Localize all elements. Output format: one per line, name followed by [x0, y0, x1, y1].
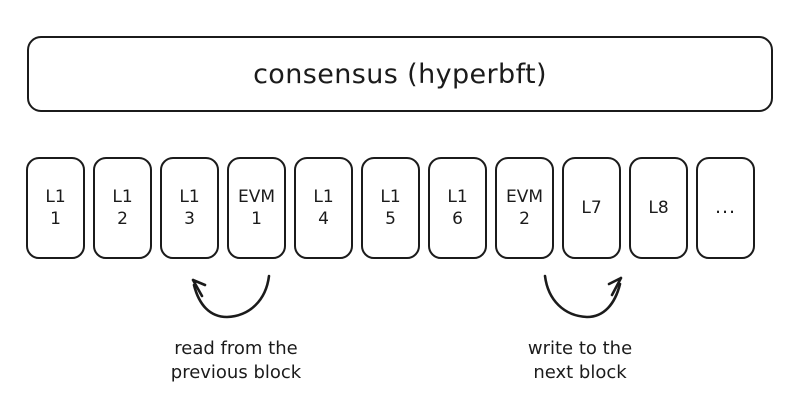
block-label-top: L1 [179, 186, 200, 207]
block-ellipsis: ... [696, 157, 755, 259]
block-label-bottom: 5 [385, 209, 396, 229]
block-label-bottom: 1 [50, 209, 61, 229]
consensus-bar-label: consensus (hyperbft) [253, 58, 547, 90]
block-label-bottom: 6 [452, 209, 463, 229]
block-l1-1: L1 1 [26, 157, 85, 259]
block-label-top: L1 [447, 186, 468, 207]
block-label-bottom: 2 [117, 209, 128, 229]
block-label-top: L1 [380, 186, 401, 207]
block-l7: L7 [562, 157, 621, 259]
write-caption: write to the next block [480, 337, 680, 385]
read-caption: read from the previous block [136, 337, 336, 385]
block-l1-5: L1 5 [361, 157, 420, 259]
read-arrow-curve [192, 274, 271, 319]
block-label-bottom: 3 [184, 209, 195, 229]
read-caption-line-1: read from the [174, 338, 298, 359]
block-label-top: L1 [45, 186, 66, 207]
write-caption-line-2: next block [533, 361, 627, 383]
read-arrow-head [191, 278, 207, 298]
block-l1-6: L1 6 [428, 157, 487, 259]
block-label-top: EVM [237, 186, 276, 207]
read-arrow [191, 274, 271, 319]
write-arrow [543, 274, 623, 319]
block-label-bottom: 1 [251, 209, 262, 229]
block-label-top: L1 [313, 186, 334, 207]
block-l8: L8 [629, 157, 688, 259]
block-label-bottom: 4 [318, 209, 329, 229]
block-label-top: EVM [505, 186, 544, 207]
write-caption-line-1: write to the [527, 338, 633, 359]
block-l1-2: L1 2 [93, 157, 152, 259]
block-label-top: L7 [581, 197, 602, 218]
block-l1-4: L1 4 [294, 157, 353, 259]
block-evm-1: EVM 1 [227, 157, 286, 259]
write-arrow-head [607, 276, 623, 297]
block-label-top: L8 [648, 197, 669, 218]
read-caption-line-2: previous block [170, 361, 302, 383]
block-label-top: L1 [112, 186, 133, 207]
consensus-bar: consensus (hyperbft) [27, 36, 773, 112]
block-l1-3: L1 3 [160, 157, 219, 259]
block-evm-2: EVM 2 [495, 157, 554, 259]
block-label-top: ... [714, 196, 737, 219]
block-label-bottom: 2 [519, 209, 530, 229]
write-arrow-curve [543, 274, 622, 319]
block-row: L1 1 L1 2 L1 3 EVM 1 L1 4 L1 5 L1 6 EVM [26, 157, 776, 259]
